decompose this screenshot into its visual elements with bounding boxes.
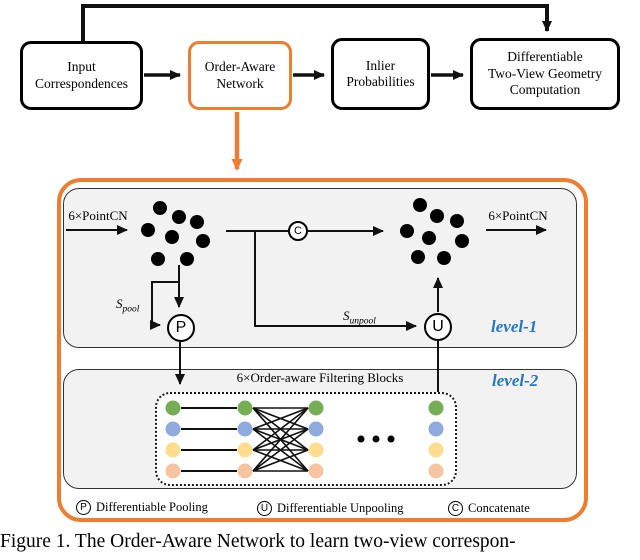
- figure-caption: Figure 1. The Order-Aware Network to lea…: [0, 531, 516, 552]
- s-unpool-label: Sunpool: [343, 308, 376, 327]
- flow-box-input-correspondences: Input Correspondences: [20, 41, 143, 110]
- s-unpool-sub: unpool: [349, 316, 376, 327]
- flow-box-geometry-computation: Differentiable Two-View Geometry Computa…: [470, 38, 620, 110]
- legend-item-concatenate: C Concatenate: [448, 501, 530, 516]
- filtering-blocks-dotted-box: [155, 392, 457, 486]
- concatenate-operator-circle: C: [288, 221, 308, 241]
- feedback-arrow: [81, 4, 552, 42]
- flow-box-inlier-probabilities: Inlier Probabilities: [331, 38, 430, 110]
- filtering-blocks-label: 6×Order-aware Filtering Blocks: [236, 370, 404, 385]
- legend-item-unpooling: U Differentiable Unpooling: [257, 501, 403, 516]
- pooling-legend-icon: P: [76, 500, 91, 515]
- s-pool-base: S: [116, 296, 123, 311]
- pointcn-label-left: 6×PointCN: [68, 208, 128, 223]
- legend-label: Concatenate: [468, 501, 530, 515]
- legend-item-pooling: P Differentiable Pooling: [76, 500, 208, 515]
- s-pool-sub: pool: [122, 304, 140, 315]
- pointcn-label-right: 6×PointCN: [488, 208, 548, 223]
- flow-box-order-aware-network: Order-Aware Network: [188, 41, 292, 110]
- unpooling-legend-icon: U: [257, 501, 272, 516]
- legend-label: Differentiable Pooling: [96, 500, 208, 514]
- level-2-label: level-2: [492, 371, 539, 390]
- legend-label: Differentiable Unpooling: [277, 501, 404, 515]
- unpooling-operator-circle: U: [424, 313, 452, 341]
- level-1-label: level-1: [491, 317, 538, 336]
- s-pool-label: Spool: [116, 296, 139, 315]
- pooling-operator-circle: P: [167, 314, 195, 342]
- concatenate-legend-icon: C: [448, 501, 463, 516]
